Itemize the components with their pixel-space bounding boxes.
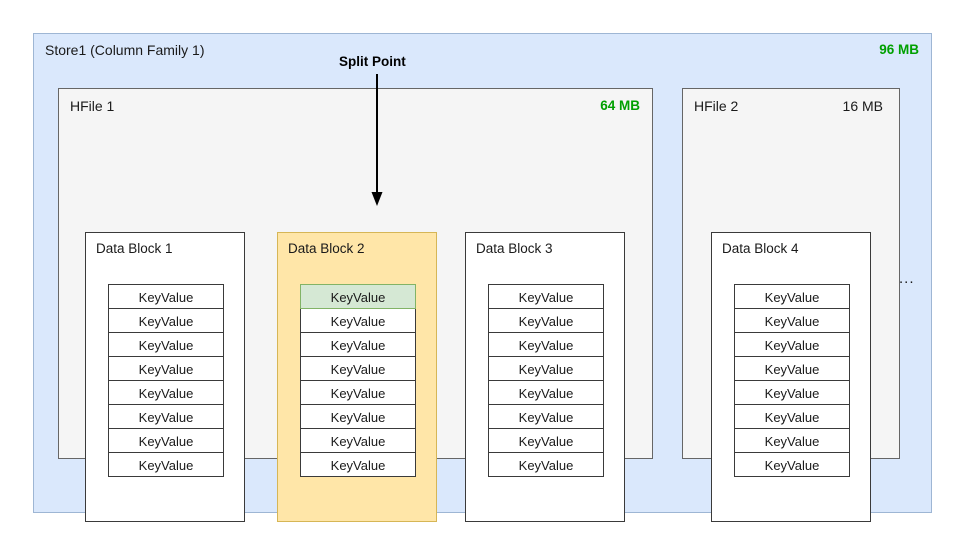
split-point-arrow-icon [371,74,383,206]
keyvalue-cell: KeyValue [108,428,224,453]
data-block-4-title: Data Block 4 [722,241,799,256]
keyvalue-cell: KeyValue [734,452,850,477]
data-block-2-keyvalue-stack: KeyValue KeyValue KeyValue KeyValue KeyV… [300,284,416,477]
data-block-4-keyvalue-stack: KeyValue KeyValue KeyValue KeyValue KeyV… [734,284,850,477]
keyvalue-cell: KeyValue [488,308,604,333]
keyvalue-cell: KeyValue [300,380,416,405]
keyvalue-cell: KeyValue [734,356,850,381]
keyvalue-cell: KeyValue [488,332,604,357]
keyvalue-cell: KeyValue [300,332,416,357]
hfile-2-title: HFile 2 [694,98,739,114]
data-block-2: Data Block 2 KeyValue KeyValue KeyValue … [277,232,437,522]
keyvalue-cell: KeyValue [108,308,224,333]
keyvalue-cell: KeyValue [488,380,604,405]
keyvalue-cell: KeyValue [108,356,224,381]
data-block-2-title: Data Block 2 [288,241,365,256]
keyvalue-cell: KeyValue [488,356,604,381]
keyvalue-cell: KeyValue [734,284,850,309]
hfile-1-size-label: 64 MB [600,98,640,113]
keyvalue-cell: KeyValue [300,404,416,429]
data-block-4: Data Block 4 KeyValue KeyValue KeyValue … [711,232,871,522]
keyvalue-cell-split-point: KeyValue [300,284,416,309]
keyvalue-cell: KeyValue [734,308,850,333]
hfile-2-size-label: 16 MB [842,98,883,114]
keyvalue-cell: KeyValue [300,356,416,381]
keyvalue-cell: KeyValue [734,332,850,357]
keyvalue-cell: KeyValue [734,380,850,405]
keyvalue-cell: KeyValue [108,452,224,477]
keyvalue-cell: KeyValue [734,404,850,429]
store-title: Store1 (Column Family 1) [45,42,205,58]
data-block-3-keyvalue-stack: KeyValue KeyValue KeyValue KeyValue KeyV… [488,284,604,477]
split-point-label: Split Point [339,54,406,69]
keyvalue-cell: KeyValue [734,428,850,453]
keyvalue-cell: KeyValue [488,404,604,429]
hfile-1-container: HFile 1 64 MB Data Block 1 KeyValue KeyV… [58,88,653,522]
keyvalue-cell: KeyValue [108,284,224,309]
keyvalue-cell: KeyValue [300,308,416,333]
keyvalue-cell: KeyValue [488,452,604,477]
store-size-label: 96 MB [879,42,919,57]
keyvalue-cell: KeyValue [488,284,604,309]
data-block-3: Data Block 3 KeyValue KeyValue KeyValue … [465,232,625,522]
keyvalue-cell: KeyValue [108,332,224,357]
keyvalue-cell: KeyValue [300,428,416,453]
keyvalue-cell: KeyValue [488,428,604,453]
hfile-2-container: HFile 2 16 MB Data Block 4 KeyValue KeyV… [682,88,900,522]
data-block-1: Data Block 1 KeyValue KeyValue KeyValue … [85,232,245,522]
more-hfiles-ellipsis: ... [899,270,915,287]
data-block-3-title: Data Block 3 [476,241,553,256]
keyvalue-cell: KeyValue [108,404,224,429]
hfile-1-title: HFile 1 [70,98,115,114]
keyvalue-cell: KeyValue [108,380,224,405]
data-block-1-title: Data Block 1 [96,241,173,256]
keyvalue-cell: KeyValue [300,452,416,477]
data-block-1-keyvalue-stack: KeyValue KeyValue KeyValue KeyValue KeyV… [108,284,224,477]
